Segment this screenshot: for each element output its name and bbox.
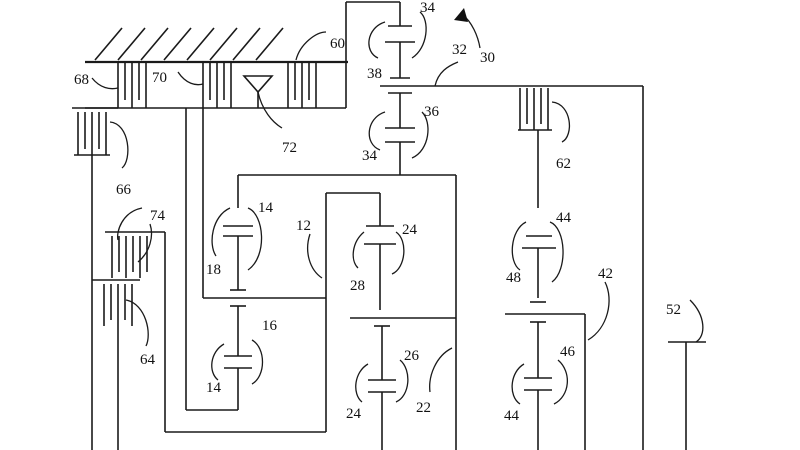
label-26: 26	[404, 348, 420, 364]
planetary-14-18	[223, 225, 253, 291]
clutch-left-upper	[72, 107, 118, 450]
divider-lines	[350, 313, 586, 450]
brake-60	[287, 62, 317, 108]
label-42: 42	[598, 266, 613, 282]
label-46: 46	[560, 344, 576, 360]
planetary-26-24	[368, 325, 396, 450]
brake-68	[117, 62, 147, 108]
label-34-mid: 34	[362, 148, 378, 164]
label-34-top: 34	[420, 0, 436, 16]
label-14-b: 14	[206, 380, 222, 396]
label-24-a: 24	[402, 222, 418, 238]
housing-ground	[85, 27, 348, 64]
reference-labels: 30 32 34 38 36 34 60 68 70 72 62 66 74 6…	[74, 0, 681, 424]
clutch-62	[518, 88, 552, 208]
planetary-top	[385, 2, 415, 79]
label-28: 28	[350, 278, 365, 294]
label-32: 32	[452, 42, 467, 58]
output-52	[668, 341, 706, 450]
label-70: 70	[152, 70, 167, 86]
label-44-a: 44	[556, 210, 572, 226]
carrier-frame	[237, 174, 457, 450]
planetary-46-44	[524, 321, 552, 450]
shaft-32	[380, 85, 644, 450]
rotation-arrow-30	[454, 8, 481, 49]
label-68: 68	[74, 72, 89, 88]
label-16: 16	[262, 318, 278, 334]
planetary-mid	[385, 92, 415, 175]
label-72: 72	[282, 140, 297, 156]
label-22: 22	[416, 400, 431, 416]
label-48: 48	[506, 270, 521, 286]
brake-connections	[85, 1, 400, 410]
label-36: 36	[424, 104, 440, 120]
clutch-64	[92, 279, 326, 450]
label-62: 62	[556, 156, 571, 172]
brake-70	[202, 62, 232, 108]
label-44-b: 44	[504, 408, 520, 424]
clutch-66-74	[105, 231, 166, 432]
label-30: 30	[480, 50, 495, 66]
label-14-a: 14	[258, 200, 274, 216]
label-24-b: 24	[346, 406, 362, 422]
label-18: 18	[206, 262, 221, 278]
label-66: 66	[116, 182, 132, 198]
planetary-44-48	[522, 235, 556, 303]
leader-lines	[91, 11, 704, 405]
label-64: 64	[140, 352, 156, 368]
label-60: 60	[330, 36, 345, 52]
label-38: 38	[367, 66, 382, 82]
planetary-16-14	[186, 305, 252, 411]
label-74: 74	[150, 208, 166, 224]
planetary-24-28	[364, 225, 396, 310]
label-52: 52	[666, 302, 681, 318]
ring-frame-12	[203, 192, 381, 432]
label-12: 12	[296, 218, 311, 234]
